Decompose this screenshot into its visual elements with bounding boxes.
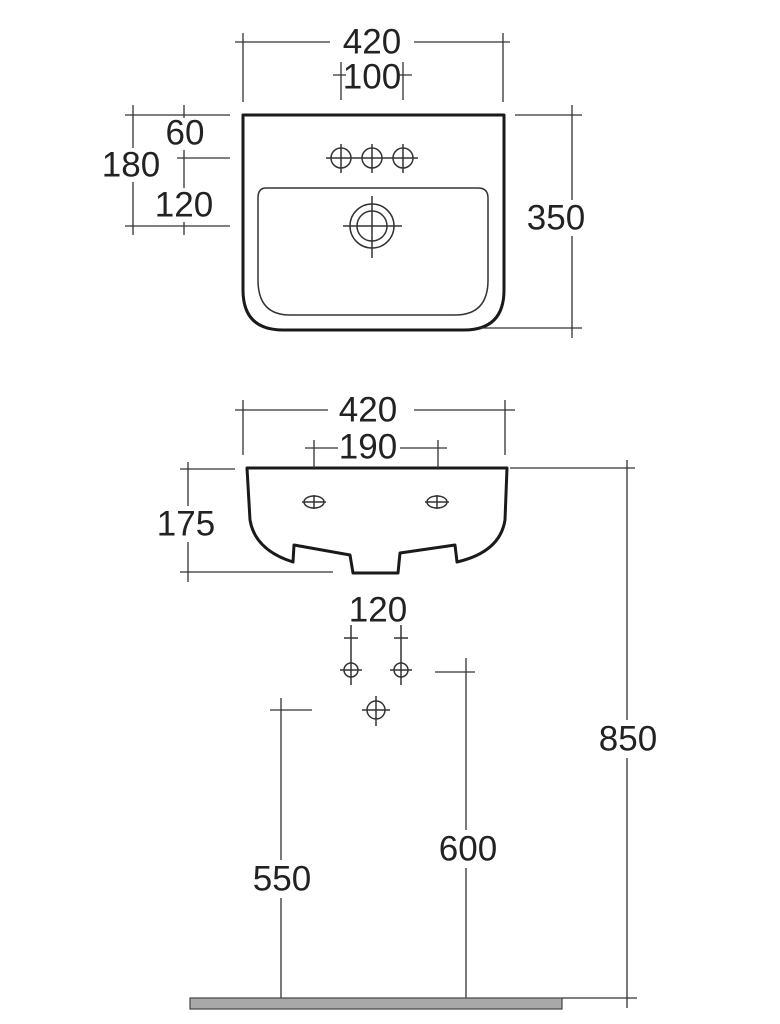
floor — [189, 997, 563, 1010]
plan-view: 420 100 60 180 120 350 — [102, 23, 588, 338]
dim-front-fixing-spacing: 190 — [339, 428, 397, 467]
dim-plan-depth: 350 — [527, 199, 585, 238]
dim-rim-height: 850 — [599, 720, 657, 759]
fixing-hole-icons — [302, 495, 449, 509]
dim-front-supply-spacing: 120 — [349, 591, 407, 630]
dim-plan-taps-to-waste: 120 — [155, 186, 213, 225]
waste-point-icon — [362, 696, 390, 726]
dim-front-height: 175 — [157, 505, 215, 544]
dim-waste-height: 550 — [253, 860, 311, 899]
tap-hole-icons — [326, 144, 418, 173]
dim-plan-tap-spacing: 100 — [343, 58, 401, 97]
waste-outlet-icon — [343, 196, 402, 258]
front-view: 420 190 175 120 850 600 550 — [154, 391, 660, 1010]
bowl-outline-plan — [257, 187, 489, 316]
dim-supply-height: 600 — [439, 830, 497, 869]
dim-plan-back-to-taps: 60 — [166, 114, 205, 153]
basin-outline-front — [245, 466, 509, 575]
dim-front-width: 420 — [339, 391, 397, 430]
supply-point-icons — [340, 625, 412, 685]
dim-plan-width: 420 — [343, 23, 401, 62]
basin-outline-plan — [241, 113, 506, 332]
dim-plan-back-to-waste: 180 — [102, 146, 160, 185]
